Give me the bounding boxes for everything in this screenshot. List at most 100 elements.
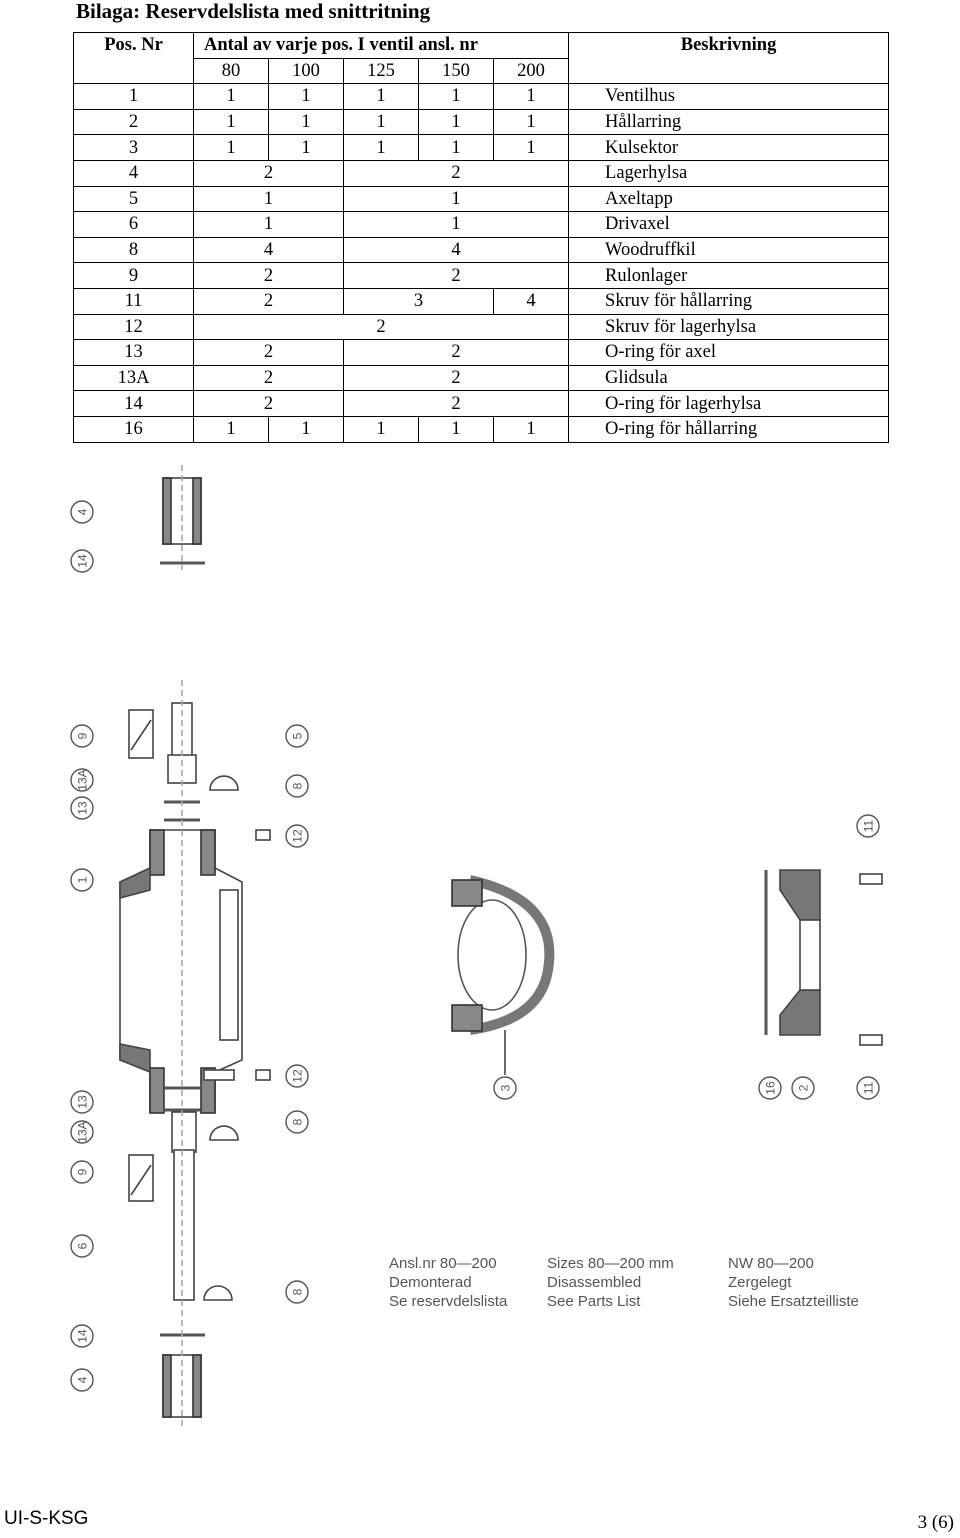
desc-cell: O-ring för hållarring xyxy=(568,415,890,443)
legend-text: Siehe Ersatzteilliste xyxy=(728,1293,859,1310)
callout-label: 11 xyxy=(862,1081,876,1094)
desc-cell: Rulonlager xyxy=(568,262,890,289)
callout-circle xyxy=(285,824,309,848)
qty-cell: 4 xyxy=(193,236,344,264)
size-header-cell: 125 xyxy=(343,57,419,85)
callout-circle xyxy=(285,1280,309,1304)
qty-cell: 2 xyxy=(193,262,344,289)
callout-circle xyxy=(70,549,94,573)
retaining-ring-2 xyxy=(779,869,821,921)
sleeve-wall xyxy=(162,1354,172,1418)
callout-mid: 8 xyxy=(285,1110,309,1134)
callout-mid: 12 xyxy=(285,1064,309,1088)
callout-circle xyxy=(285,1064,309,1088)
retaining-ring-2 xyxy=(779,989,821,1036)
qty-cell: 2 xyxy=(342,159,570,187)
callout-11: 11 xyxy=(856,814,880,838)
pos-cell: 9 xyxy=(73,262,194,289)
qty-cell: 2 xyxy=(342,262,570,289)
qty-cell: 1 xyxy=(343,83,419,110)
callout-left: 4 xyxy=(70,1368,94,1392)
callout-circle xyxy=(70,1368,94,1392)
legend-text: Ansl.nr 80—200 xyxy=(389,1255,497,1272)
size-header-cell: 80 xyxy=(193,57,269,85)
callout-label: 13A xyxy=(76,769,90,790)
qty-cell: 2 xyxy=(193,390,344,417)
callout-circle xyxy=(856,814,880,838)
slide-bearing xyxy=(128,1154,154,1202)
qty-cell: 1 xyxy=(193,415,269,443)
callout-label: 5 xyxy=(291,732,305,739)
callout-circle xyxy=(70,724,94,748)
desc-cell: Drivaxel xyxy=(568,211,890,238)
callout-label: 8 xyxy=(291,1288,305,1295)
qty-cell: 1 xyxy=(343,415,419,443)
qty-cell: 1 xyxy=(418,108,494,136)
callout-circle xyxy=(70,1090,94,1114)
desc-cell: O-ring för axel xyxy=(568,339,890,366)
callout-label: 13A xyxy=(76,1121,90,1142)
callout-mid: 5 xyxy=(285,724,309,748)
pos-cell: 3 xyxy=(73,134,194,161)
body-seat xyxy=(119,1043,151,1074)
callout-label: 8 xyxy=(291,1118,305,1125)
page-title: Bilaga: Reservdelslista med snittritning xyxy=(76,0,431,23)
size-header-cell: 100 xyxy=(268,57,344,85)
callout-left: 13 xyxy=(70,1090,94,1114)
qty-cell: 1 xyxy=(268,83,344,110)
callout-2: 2 xyxy=(791,1076,815,1100)
pos-cell: 1 xyxy=(73,83,194,110)
qty-cell: 1 xyxy=(418,134,494,161)
callout-circle xyxy=(493,1076,517,1100)
pos-cell: 13 xyxy=(73,339,194,366)
callout-left: 13A xyxy=(70,768,94,792)
desc-cell: O-ring för lagerhylsa xyxy=(568,390,890,417)
body-flange xyxy=(149,829,165,876)
qty-cell: 2 xyxy=(342,364,570,392)
ball-opening xyxy=(457,899,527,1011)
callout-left: 9 xyxy=(70,724,94,748)
callout-mid: 8 xyxy=(285,774,309,798)
qty-cell: 1 xyxy=(193,83,269,110)
callout-label: 11 xyxy=(862,819,876,832)
callout-label: 16 xyxy=(764,1081,778,1095)
callout-label: 9 xyxy=(76,732,90,739)
bearing-slash xyxy=(130,1164,152,1196)
callout-left: 1 xyxy=(70,868,94,892)
callout-circle xyxy=(791,1076,815,1100)
desc-cell: Kulsektor xyxy=(568,134,890,161)
callout-circle xyxy=(70,1234,94,1258)
callout-circle xyxy=(285,724,309,748)
qty-cell: 1 xyxy=(193,185,344,213)
callout-circle xyxy=(70,868,94,892)
callout-label: 12 xyxy=(291,829,305,843)
screw-12-body xyxy=(203,1069,235,1081)
woodruff-key xyxy=(203,1285,233,1301)
qty-cell: 1 xyxy=(268,108,344,136)
qty-cell: 1 xyxy=(343,134,419,161)
qty-cell: 1 xyxy=(268,415,344,443)
callout-left: 6 xyxy=(70,1234,94,1258)
qty-cell: 1 xyxy=(343,108,419,136)
callout-label: 13 xyxy=(76,801,90,815)
header-qty: Antal av varje pos. I ventil ansl. nr xyxy=(192,32,570,59)
callout-label: 13 xyxy=(76,1095,90,1109)
qty-cell: 4 xyxy=(342,236,570,264)
callout-16: 16 xyxy=(758,1076,782,1100)
pos-cell: 5 xyxy=(73,185,194,213)
screw-12-top xyxy=(255,829,271,841)
callout-11: 11 xyxy=(856,1076,880,1100)
desc-cell: Ventilhus xyxy=(568,83,890,110)
callout-left: 9 xyxy=(70,1160,94,1184)
callout-circle xyxy=(70,768,94,792)
woodruff-key xyxy=(209,775,239,791)
pos-cell: 12 xyxy=(73,313,194,341)
qty-cell: 2 xyxy=(342,339,570,366)
desc-cell: Hållarring xyxy=(568,108,890,136)
callout-mid: 12 xyxy=(285,824,309,848)
